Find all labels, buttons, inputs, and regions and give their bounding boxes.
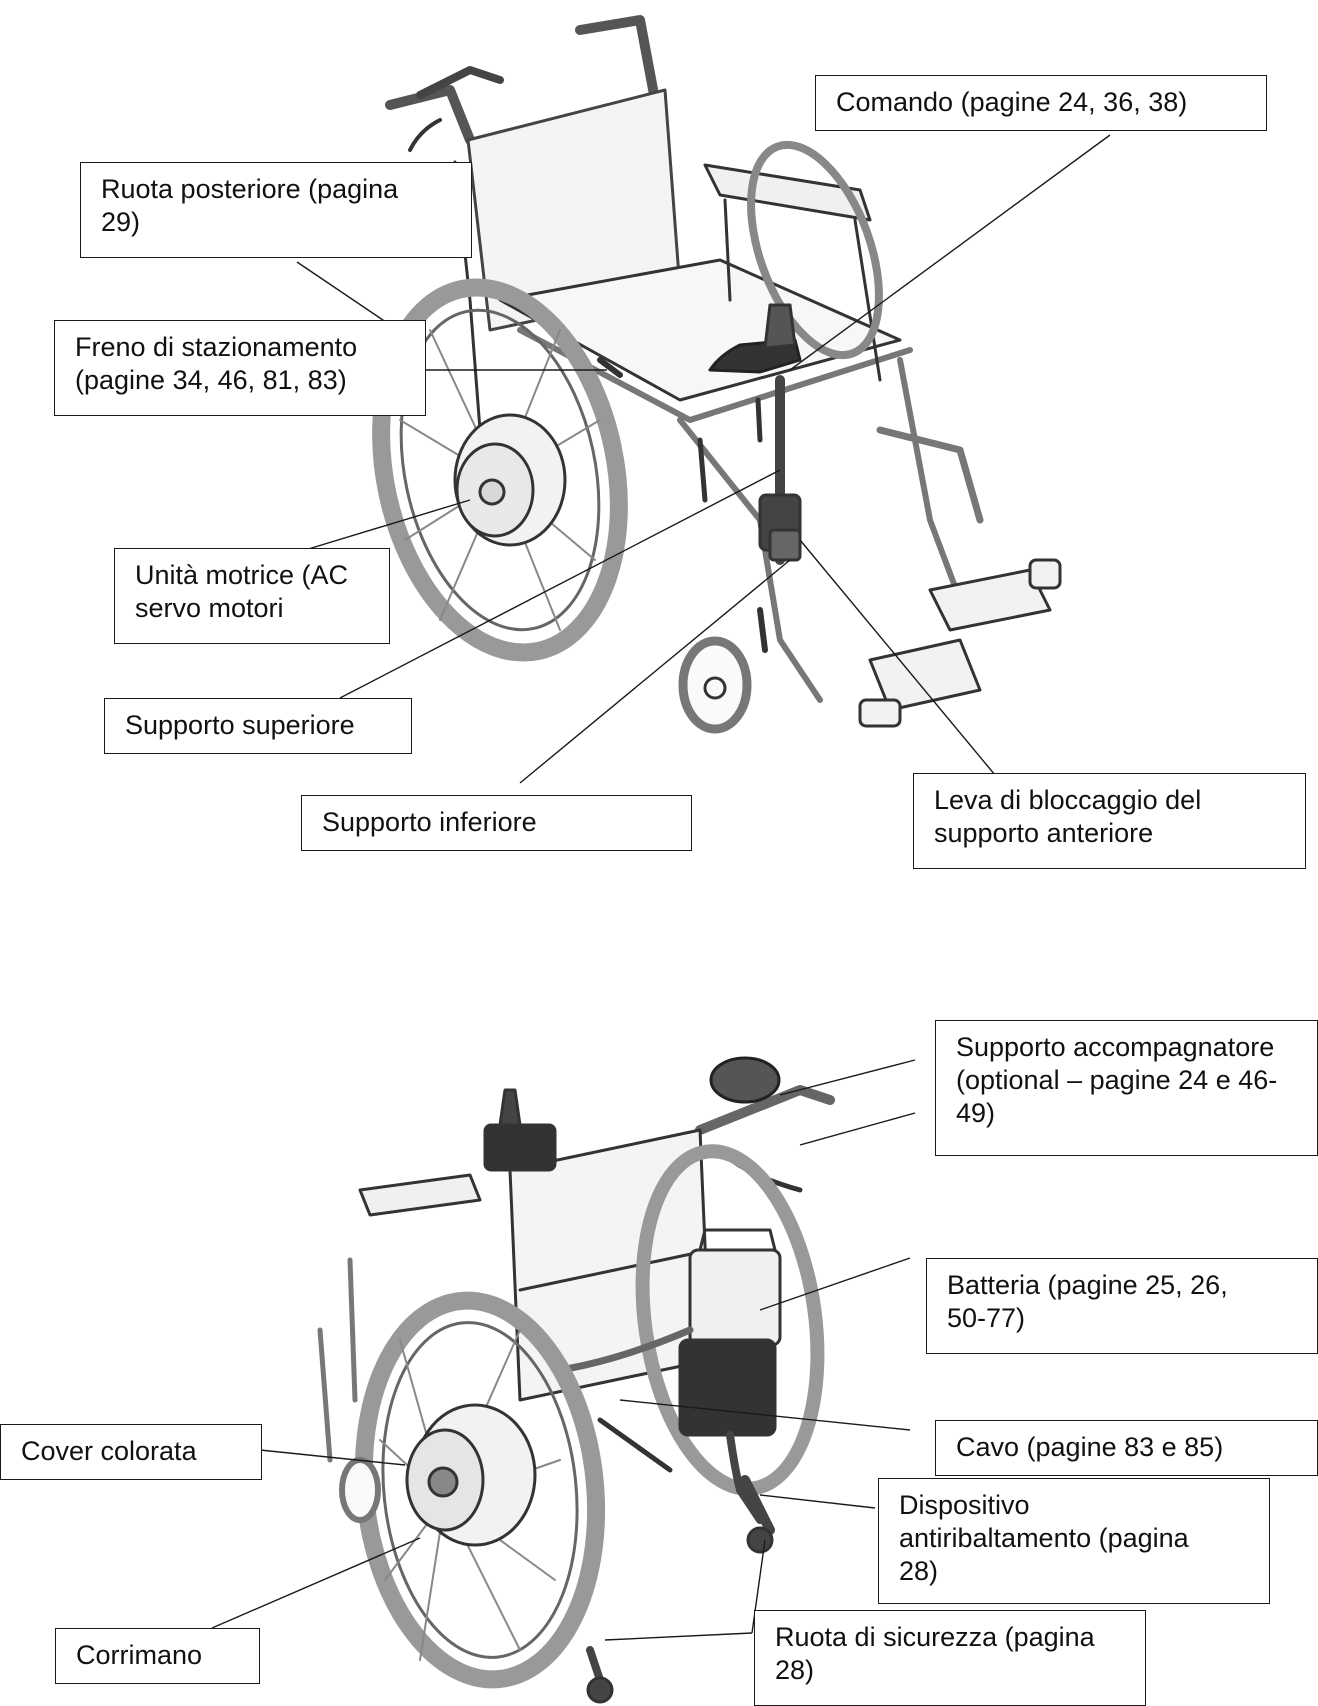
label-unita-motrice: Unità motrice (AC servo motori: [114, 548, 390, 644]
label-supporto-inferiore: Supporto inferiore: [301, 795, 692, 851]
label-comando: Comando (pagine 24, 36, 38): [815, 75, 1267, 131]
label-ruota-sicurezza: Ruota di sicurezza (pagina 28): [754, 1610, 1146, 1706]
label-dispositivo-antiribaltamento: Dispositivo antiribaltamento (pagina 28): [878, 1478, 1270, 1604]
label-supporto-superiore: Supporto superiore: [104, 698, 412, 754]
label-cavo: Cavo (pagine 83 e 85): [935, 1420, 1318, 1476]
leader-lines: [211, 134, 1111, 1641]
label-cover-colorata: Cover colorata: [0, 1424, 262, 1480]
front-view-wheelchair: [372, 15, 1062, 734]
label-leva-bloccaggio: Leva di bloccaggio del supporto anterior…: [913, 773, 1306, 869]
label-freno-stazionamento: Freno di stazionamento (pagine 34, 46, 8…: [54, 320, 426, 416]
label-batteria: Batteria (pagine 25, 26, 50-77): [926, 1258, 1318, 1354]
label-ruota-posteriore: Ruota posteriore (pagina 29): [80, 162, 472, 258]
label-supporto-accompagnatore: Supporto accompagnatore (optional – pagi…: [935, 1020, 1318, 1156]
rear-view-wheelchair: [317, 1056, 835, 1704]
label-corrimano: Corrimano: [55, 1628, 260, 1684]
